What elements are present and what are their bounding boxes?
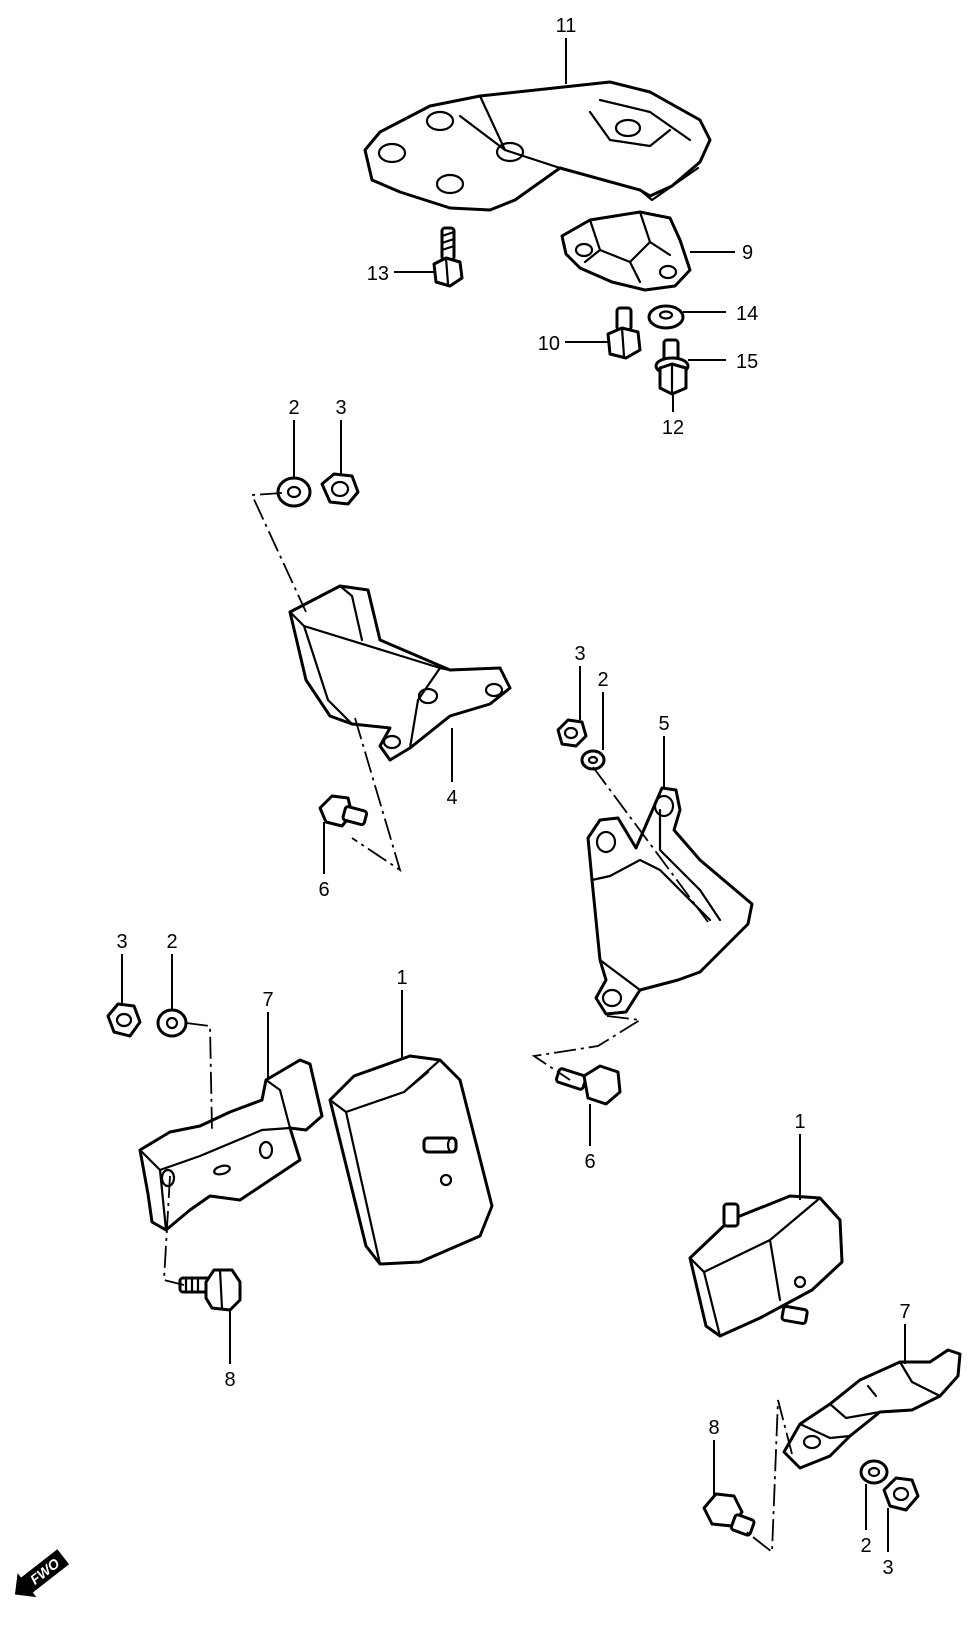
callout-2-upper: 2	[288, 397, 299, 419]
nut-3-left	[106, 1002, 142, 1038]
bracket-11	[363, 80, 712, 212]
callout-7-left: 7	[262, 989, 273, 1011]
callout-8-right: 8	[708, 1417, 719, 1439]
callout-3-mid: 3	[574, 643, 585, 665]
callout-3-lower: 3	[882, 1557, 893, 1579]
callout-10: 10	[538, 333, 560, 355]
washer-2-upper	[276, 476, 312, 508]
callout-6-upper: 6	[318, 879, 329, 901]
washer-2-mid	[580, 749, 606, 771]
callout-1-right: 1	[794, 1111, 805, 1133]
forward-arrow-badge: FWO	[14, 1549, 70, 1598]
bolt-6-upper	[318, 794, 369, 828]
callout-15: 15	[736, 351, 758, 373]
callout-3-upper: 3	[335, 397, 346, 419]
callout-1-left: 1	[396, 967, 407, 989]
stud-13	[432, 226, 464, 288]
callout-labels: 11 9 13 14 10 15 12 2 3 4 6 3 2 5 3 2 7 …	[116, 15, 910, 1579]
washer-2-left	[156, 1008, 188, 1038]
bracket-7-right	[782, 1348, 962, 1470]
callout-2-mid: 2	[597, 669, 608, 691]
bracket-4	[288, 584, 512, 762]
callout-2-lower: 2	[860, 1535, 871, 1557]
mount-1-left	[328, 1054, 494, 1266]
assembly-guides	[163, 492, 793, 1554]
bolt-10	[606, 306, 642, 360]
washer-2-lower	[859, 1459, 889, 1485]
bolt-12	[654, 338, 690, 396]
bolt-8-left	[178, 1268, 242, 1312]
callout-4: 4	[446, 787, 457, 809]
nut-3-upper	[320, 472, 360, 506]
nut-3-mid	[556, 718, 588, 748]
bolt-8-right	[702, 1492, 756, 1537]
leader-lines	[121, 38, 906, 1552]
forward-arrow-icon	[14, 1549, 70, 1598]
callout-3-left: 3	[116, 931, 127, 953]
bracket-9	[560, 210, 692, 292]
callout-8-left: 8	[224, 1369, 235, 1391]
callout-7-right: 7	[899, 1301, 910, 1323]
washer-14	[647, 304, 685, 330]
callout-11: 11	[556, 15, 577, 37]
callout-14: 14	[736, 303, 758, 325]
callout-6-mid: 6	[584, 1151, 595, 1173]
callout-9: 9	[742, 242, 753, 264]
bracket-5	[586, 786, 754, 1016]
callout-2-left: 2	[166, 931, 177, 953]
bracket-7-left	[138, 1058, 324, 1232]
nut-3-lower	[882, 1476, 920, 1512]
callout-12: 12	[662, 417, 684, 439]
bolt-6-mid	[554, 1064, 622, 1106]
mount-1-right	[688, 1194, 844, 1338]
callout-5: 5	[658, 713, 669, 735]
callout-13: 13	[367, 263, 389, 285]
